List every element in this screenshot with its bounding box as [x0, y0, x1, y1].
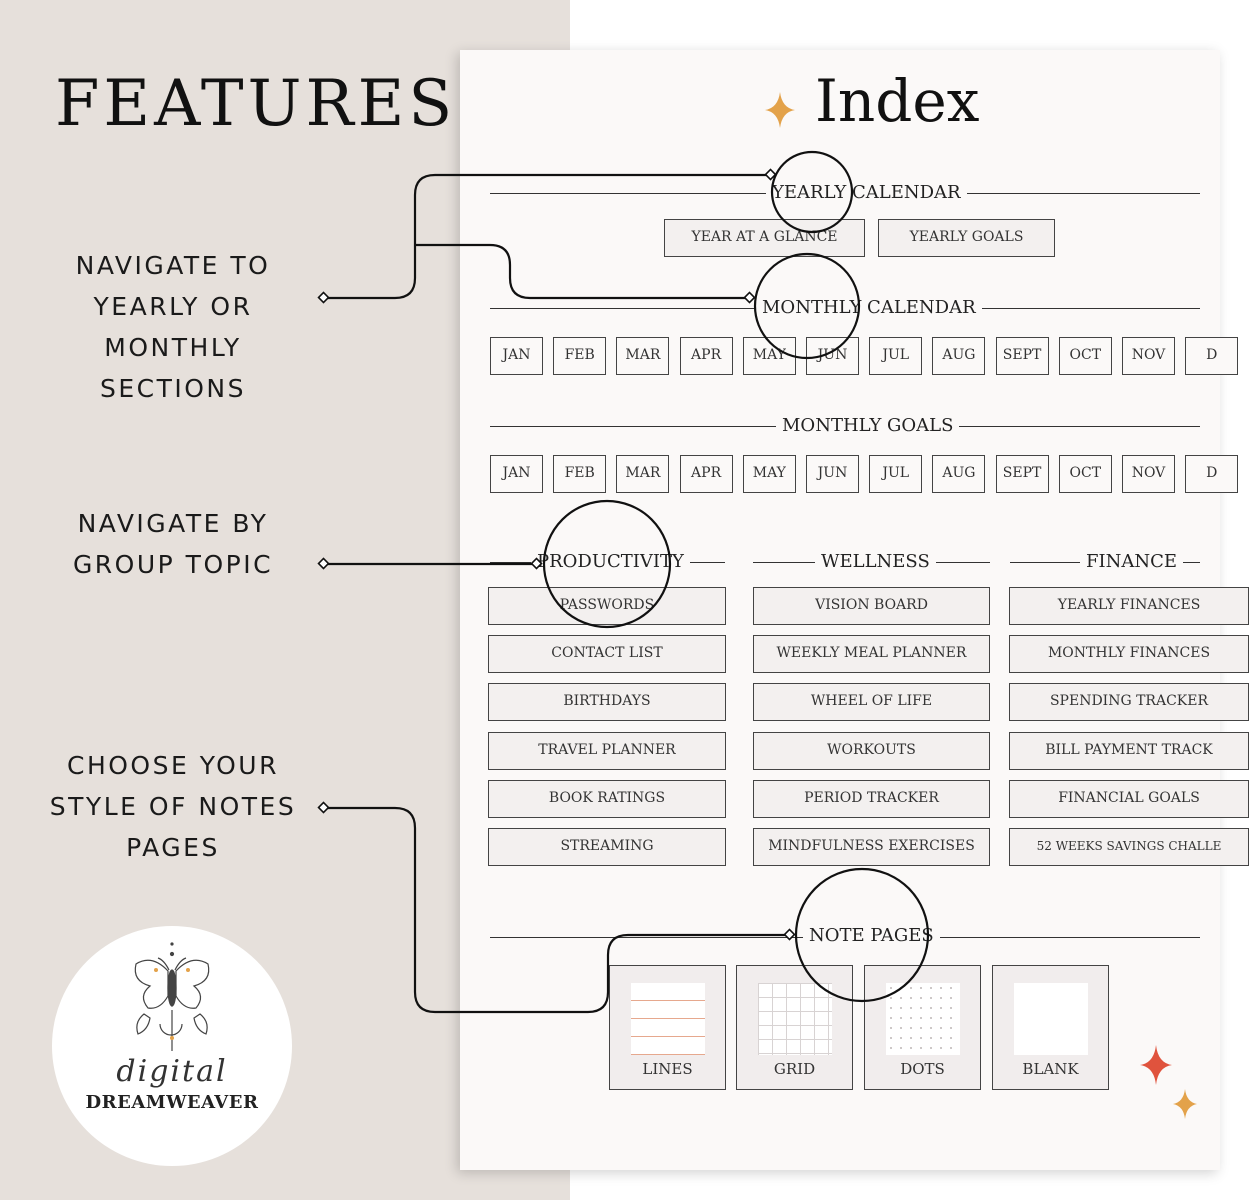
connector-node-icon	[743, 291, 756, 304]
travel-planner-button[interactable]: TRAVEL PLANNER	[488, 732, 726, 770]
feature-choose-notes: CHOOSE YOUR STYLE OF NOTES PAGES	[8, 745, 338, 868]
vision-board-button[interactable]: VISION BOARD	[753, 587, 990, 625]
financial-goals-button[interactable]: FINANCIAL GOALS	[1009, 780, 1249, 818]
sparkle-icon	[1173, 1089, 1197, 1119]
feature-line: CHOOSE YOUR	[67, 751, 279, 780]
connector-node-icon	[317, 557, 330, 570]
feature-line: YEARLY OR	[93, 292, 253, 321]
goals-mar-button[interactable]: MAR	[616, 455, 670, 493]
yearly-goals-button[interactable]: YEARLY GOALS	[878, 219, 1055, 257]
month-sept-button[interactable]: SEPT	[995, 337, 1049, 375]
note-label: DOTS	[900, 1060, 945, 1078]
connector-node-icon	[764, 168, 777, 181]
feature-line: GROUP TOPIC	[72, 550, 274, 579]
month-d-button[interactable]: D	[1185, 337, 1239, 375]
monthly-finances-button[interactable]: MONTHLY FINANCES	[1009, 635, 1249, 673]
month-jul-button[interactable]: JUL	[869, 337, 923, 375]
dots-note-card[interactable]: DOTS	[864, 965, 981, 1090]
goals-nov-button[interactable]: NOV	[1122, 455, 1175, 493]
finance-heading[interactable]: FINANCE	[1080, 551, 1184, 573]
note-label: GRID	[773, 1060, 816, 1078]
note-label: LINES	[642, 1060, 693, 1078]
feature-line: STYLE OF NOTES	[49, 792, 297, 821]
feature-navigate-group: NAVIGATE BY GROUP TOPIC	[8, 503, 338, 585]
month-nov-button[interactable]: NOV	[1122, 337, 1175, 375]
moth-logo-icon	[134, 942, 210, 1051]
month-mar-button[interactable]: MAR	[616, 337, 670, 375]
notes-callout-circle	[794, 867, 930, 1003]
period-tracker-button[interactable]: PERIOD TRACKER	[753, 780, 990, 818]
brand-logo: digital DREAMWEAVER	[52, 926, 292, 1166]
monthly-calendar-heading[interactable]: MONTHLY CALENDAR	[756, 297, 982, 319]
connector-node-icon	[530, 557, 543, 570]
feature-line: NAVIGATE BY	[77, 509, 269, 538]
yearly-connector-line	[324, 173, 771, 300]
monthly-connector-line	[415, 243, 750, 300]
month-jan-button[interactable]: JAN	[490, 337, 543, 375]
year-at-a-glance-button[interactable]: YEAR AT A GLANCE	[664, 219, 865, 257]
blank-note-card[interactable]: BLANK	[992, 965, 1109, 1090]
feature-line: MONTHLY	[104, 333, 242, 362]
yearly-finances-button[interactable]: YEARLY FINANCES	[1009, 587, 1249, 625]
goals-aug-button[interactable]: AUG	[932, 455, 986, 493]
monthly-goals-heading[interactable]: MONTHLY GOALS	[776, 415, 960, 437]
goals-jan-button[interactable]: JAN	[490, 455, 543, 493]
productivity-heading[interactable]: PRODUCTIVITY	[531, 551, 690, 573]
wheel-of-life-button[interactable]: WHEEL OF LIFE	[753, 683, 990, 721]
mindfulness-exercises-button[interactable]: MINDFULNESS EXERCISES	[753, 828, 990, 866]
passwords-button[interactable]: PASSWORDS	[488, 587, 726, 625]
month-aug-button[interactable]: AUG	[932, 337, 986, 375]
lines-note-card[interactable]: LINES	[609, 965, 726, 1090]
feature-line: PAGES	[126, 833, 220, 862]
month-jun-button[interactable]: JUN	[806, 337, 859, 375]
index-title: Index	[815, 67, 980, 135]
note-label: BLANK	[1022, 1060, 1079, 1078]
note-pages-heading[interactable]: NOTE PAGES	[803, 925, 940, 947]
sparkle-icon	[765, 92, 795, 128]
streaming-button[interactable]: STREAMING	[488, 828, 726, 866]
features-title: FEATURES	[55, 67, 457, 141]
goals-jul-button[interactable]: JUL	[869, 455, 923, 493]
callout-overlay	[317, 150, 930, 1014]
sparkle-icon	[1140, 1045, 1172, 1085]
month-apr-button[interactable]: APR	[679, 337, 733, 375]
month-oct-button[interactable]: OCT	[1058, 337, 1112, 375]
logo-brand-text: DREAMWEAVER	[85, 1092, 259, 1113]
yearly-callout-circle	[770, 150, 854, 234]
yearly-calendar-heading[interactable]: YEARLY CALENDAR	[766, 182, 967, 204]
month-feb-button[interactable]: FEB	[553, 337, 607, 375]
goals-sept-button[interactable]: SEPT	[995, 455, 1049, 493]
workouts-button[interactable]: WORKOUTS	[753, 732, 990, 770]
dots-page-icon	[886, 983, 960, 1055]
lines-page-icon	[631, 983, 705, 1055]
feature-line: NAVIGATE TO	[75, 251, 271, 280]
grid-note-card[interactable]: GRID	[736, 965, 853, 1090]
weekly-meal-planner-button[interactable]: WEEKLY MEAL PLANNER	[753, 635, 990, 673]
book-ratings-button[interactable]: BOOK RATINGS	[488, 780, 726, 818]
bill-payment-tracker-button[interactable]: BILL PAYMENT TRACK	[1009, 732, 1249, 770]
birthdays-button[interactable]: BIRTHDAYS	[488, 683, 726, 721]
blank-page-icon	[1014, 983, 1088, 1055]
feature-line: SECTIONS	[99, 374, 246, 403]
goals-apr-button[interactable]: APR	[679, 455, 733, 493]
goals-d-button[interactable]: D	[1185, 455, 1239, 493]
wellness-heading[interactable]: WELLNESS	[815, 551, 936, 573]
connector-node-icon	[317, 801, 330, 814]
savings-challenge-button[interactable]: 52 WEEKS SAVINGS CHALLE	[1009, 828, 1249, 866]
notes-connector-line	[324, 806, 790, 1014]
goals-may-button[interactable]: MAY	[742, 455, 796, 493]
productivity-callout-circle	[542, 499, 672, 629]
connector-node-icon	[317, 291, 330, 304]
spending-tracker-button[interactable]: SPENDING TRACKER	[1009, 683, 1249, 721]
logo-script-text: digital	[116, 1054, 228, 1089]
goals-feb-button[interactable]: FEB	[553, 455, 607, 493]
grid-page-icon	[758, 983, 832, 1055]
connector-node-icon	[783, 928, 796, 941]
contact-list-button[interactable]: CONTACT LIST	[488, 635, 726, 673]
goals-jun-button[interactable]: JUN	[806, 455, 859, 493]
feature-navigate-sections: NAVIGATE TO YEARLY OR MONTHLY SECTIONS	[8, 245, 338, 409]
goals-oct-button[interactable]: OCT	[1058, 455, 1112, 493]
monthly-callout-circle	[753, 252, 861, 360]
